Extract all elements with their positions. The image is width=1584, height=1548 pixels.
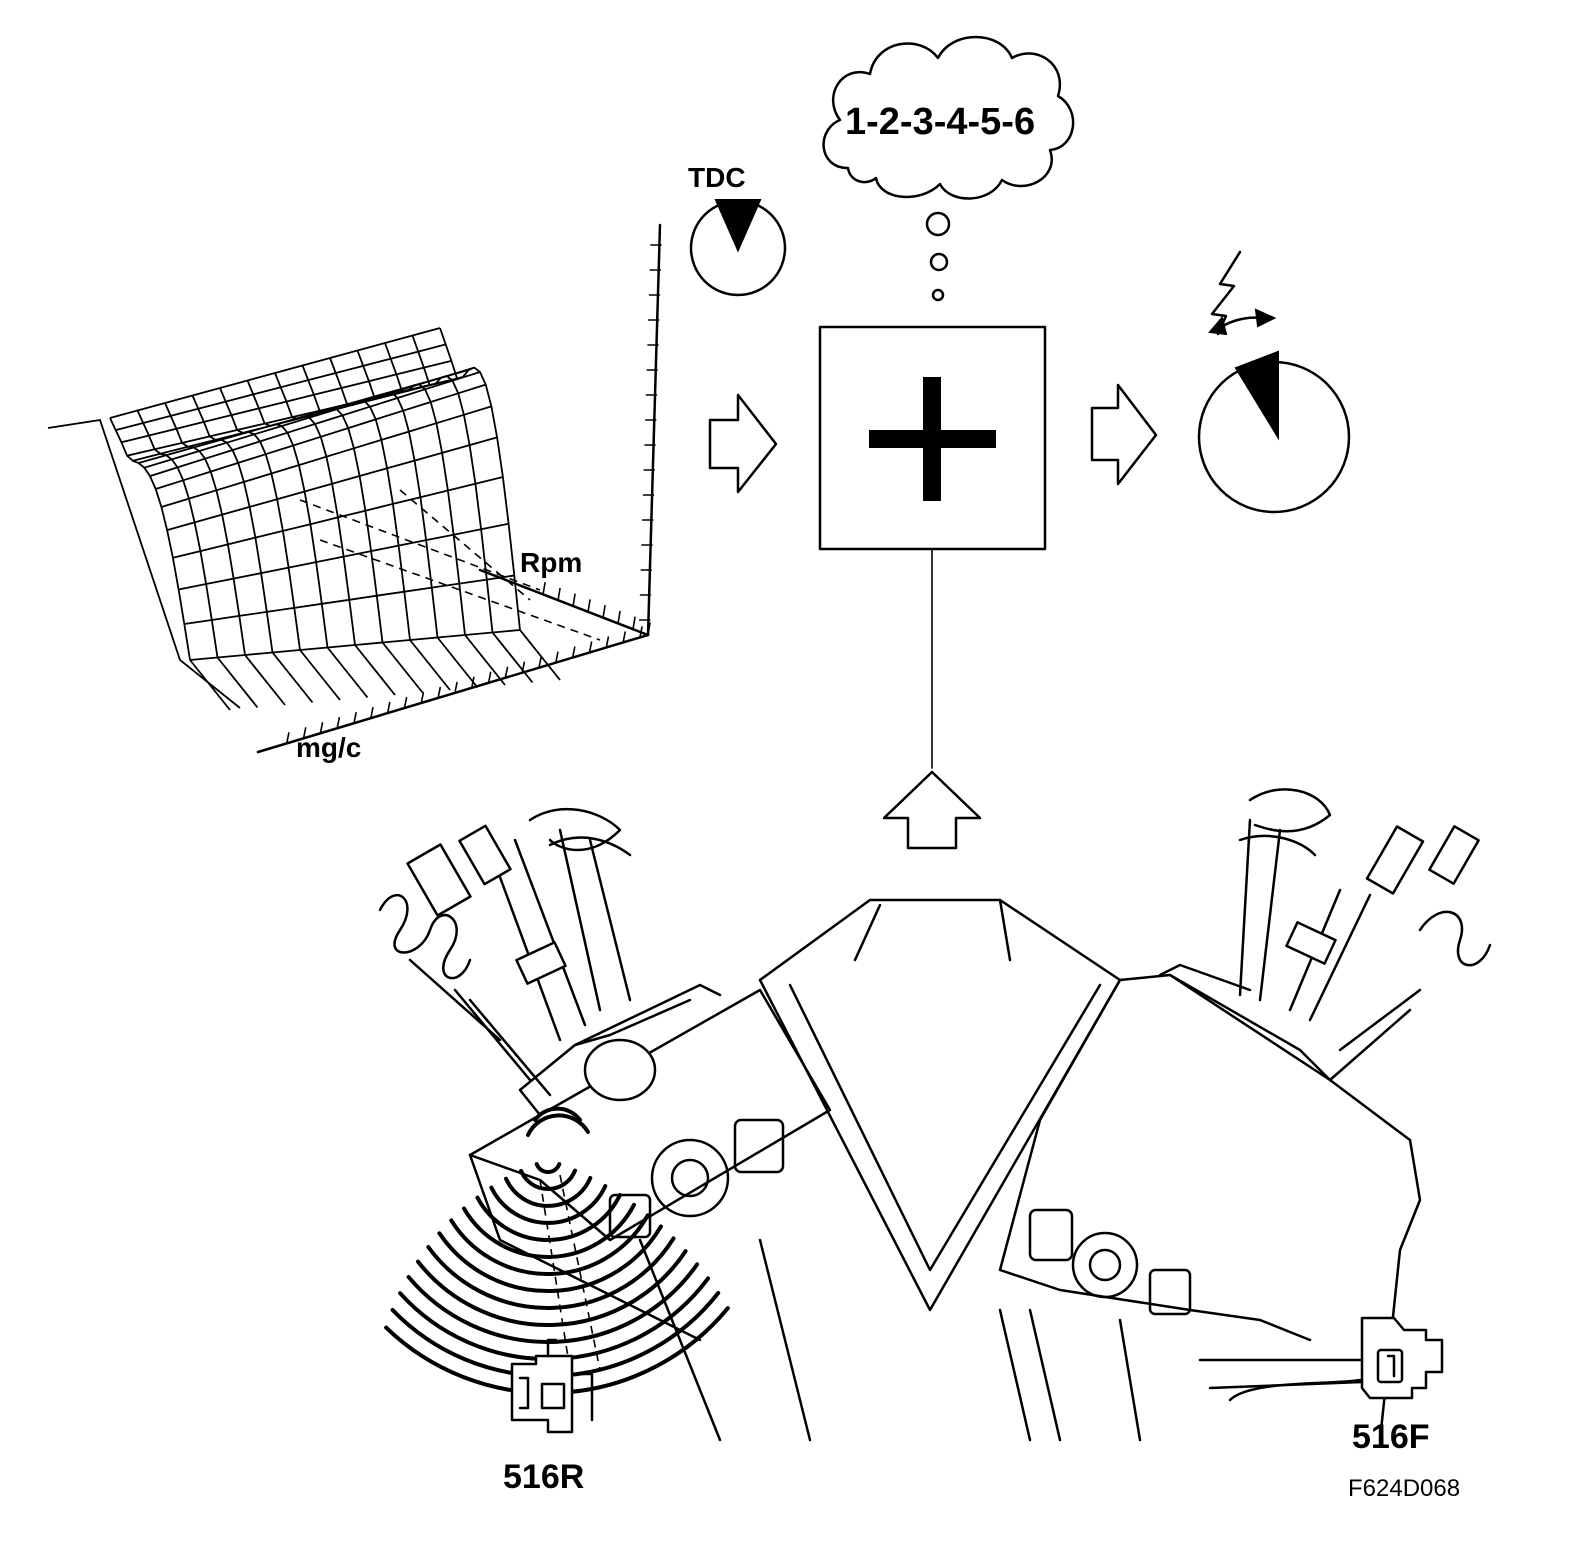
map-axis-ticks <box>286 244 662 744</box>
map-vertical-axis <box>646 223 662 637</box>
hollow-arrow-icon <box>1090 383 1158 486</box>
knock-sensor-front-label: 516F <box>1352 1418 1430 1456</box>
ignition-map-surface <box>47 327 561 711</box>
map-load-axis <box>256 633 650 754</box>
knock-wave-pattern <box>384 1106 730 1395</box>
axis-label-load: mg/c <box>296 732 361 763</box>
map-axes <box>256 223 662 754</box>
firing-order-text: 1-2-3-4-5-6 <box>845 101 1035 143</box>
map-rpm-axis <box>478 568 650 637</box>
hollow-arrow-icon <box>708 393 778 494</box>
thought-cloud-icon: 1-2-3-4-5-6 <box>822 35 1075 302</box>
tdc-dial-icon: TDC <box>688 162 787 297</box>
knock-sensor-icon: 516R <box>503 1338 594 1496</box>
summing-block <box>818 325 1047 769</box>
figure-code: F624D068 <box>1348 1475 1460 1502</box>
ignition-map-3d: Rpm mg/c <box>47 223 662 763</box>
knock-sensor-icon: 516F <box>1208 1316 1444 1456</box>
spark-advance-icon <box>1197 250 1351 514</box>
knock-sensor-rear-label: 516R <box>503 1458 584 1496</box>
hollow-arrow-icon <box>882 770 982 850</box>
axis-label-rpm: Rpm <box>520 547 582 578</box>
tdc-label: TDC <box>688 162 746 193</box>
